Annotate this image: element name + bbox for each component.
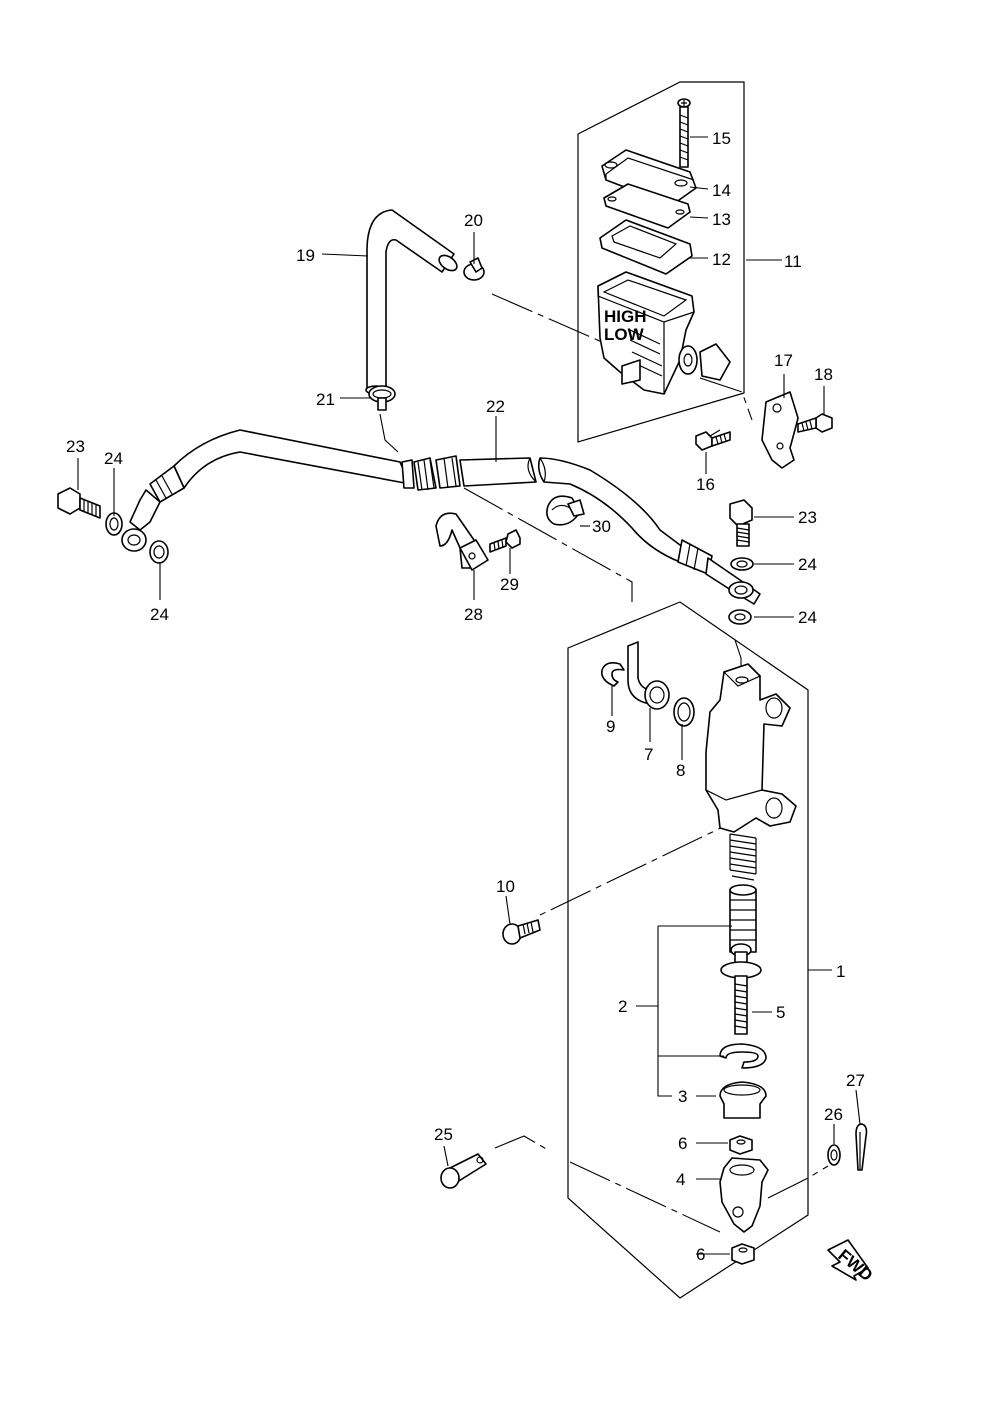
callout-22: 22 (486, 397, 505, 416)
circlip-9 (600, 662, 625, 687)
reservoir-body: HIGH LOW (597, 271, 731, 395)
master-cylinder-group-frame (567, 601, 809, 1299)
callout-28: 28 (464, 605, 483, 624)
callout-12: 12 (712, 250, 731, 269)
callout-17: 17 (774, 351, 793, 370)
callout-8: 8 (676, 761, 685, 780)
screw-15 (677, 98, 691, 168)
callout-16: 16 (696, 475, 715, 494)
clamp-21 (368, 385, 396, 411)
master-cylinder-body (705, 663, 797, 833)
washer-24-right-lower (728, 609, 752, 625)
push-rod-5 (720, 943, 762, 1035)
callout-24-left-lower: 24 (150, 605, 169, 624)
washer-26 (827, 1144, 841, 1166)
callout-30: 30 (592, 517, 611, 536)
callout-23-left: 23 (66, 437, 85, 456)
banjo-bolt-23-right (729, 499, 753, 547)
clamp-20 (463, 257, 485, 281)
reservoir-group-frame (577, 81, 745, 443)
washer-24-left-upper (105, 512, 123, 536)
screw-10 (502, 919, 541, 945)
brake-hose-22 (121, 429, 761, 605)
clamp-30 (546, 495, 585, 526)
callout-14: 14 (712, 181, 731, 200)
clamp-28 (435, 512, 489, 571)
callout-25: 25 (434, 1125, 453, 1144)
reservoir-diaphragm-12 (599, 219, 693, 275)
washer-24-left-lower (149, 540, 169, 564)
callout-23-right: 23 (798, 508, 817, 527)
callout-24-left-upper: 24 (104, 449, 123, 468)
callout-29: 29 (500, 575, 519, 594)
bolt-16 (695, 431, 731, 451)
leader-lines (77, 136, 861, 1255)
nut-6-upper (729, 1135, 753, 1155)
callout-24-right-upper: 24 (798, 555, 817, 574)
callout-21: 21 (316, 390, 335, 409)
reservoir-plate-13 (603, 183, 691, 229)
callout-6-lower: 6 (696, 1245, 705, 1264)
callout-2: 2 (618, 997, 627, 1016)
bolt-18 (797, 413, 833, 433)
callout-27: 27 (846, 1071, 865, 1090)
piston (729, 884, 757, 953)
callout-7: 7 (644, 745, 653, 764)
clevis-4 (719, 1157, 769, 1233)
nut-6-lower (731, 1243, 755, 1265)
callout-15: 15 (712, 129, 731, 148)
callout-1: 1 (836, 962, 845, 981)
boot-3 (719, 1081, 767, 1119)
joint-7 (627, 641, 670, 710)
callout-18: 18 (814, 365, 833, 384)
callout-10: 10 (496, 877, 515, 896)
spring (729, 833, 757, 881)
bolt-29 (489, 529, 521, 553)
hose-19 (365, 209, 458, 395)
banjo-bolt-23-left (57, 487, 101, 519)
callout-11: 11 (784, 252, 802, 271)
circlip-2 (719, 1043, 767, 1069)
washer-24-right-upper (730, 557, 754, 571)
callout-6-upper: 6 (678, 1134, 687, 1153)
callout-9: 9 (606, 717, 615, 736)
o-ring-8 (673, 697, 695, 727)
callout-26: 26 (824, 1105, 843, 1124)
callout-19: 19 (296, 246, 315, 265)
reservoir-low-mark: LOW (604, 325, 645, 344)
reservoir-high-mark: HIGH (604, 307, 647, 326)
callout-13: 13 (712, 210, 731, 229)
forward-arrow-icon: FWD (827, 1239, 876, 1285)
cotter-pin-27 (855, 1123, 868, 1171)
bracket-17 (761, 391, 799, 469)
callout-5: 5 (776, 1003, 785, 1022)
pin-25 (440, 1153, 487, 1189)
callout-labels: 15 14 13 12 11 19 20 21 22 17 18 16 23 2… (66, 129, 865, 1264)
callout-4: 4 (676, 1170, 685, 1189)
alignment-lines (379, 293, 829, 1233)
callout-24-right-lower: 24 (798, 608, 817, 627)
callout-3: 3 (678, 1087, 687, 1106)
callout-20: 20 (464, 211, 483, 230)
